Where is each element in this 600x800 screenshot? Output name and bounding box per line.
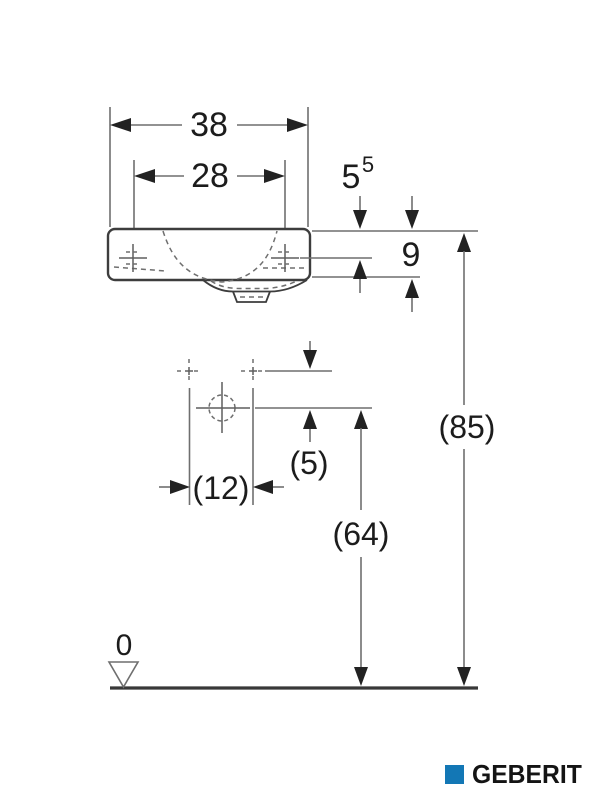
geberit-logo: GEBERIT	[445, 761, 588, 787]
dimension-rim-to-tap: 5 5	[342, 152, 374, 293]
arrow-up-icon	[354, 410, 368, 429]
dim-rim-to-tap-label: 5	[342, 158, 361, 196]
arrow-down-icon	[354, 667, 368, 686]
arrow-right-icon	[264, 169, 285, 183]
dimension-tap-hole-distance: 28	[133, 157, 286, 252]
arrow-down-icon	[405, 210, 419, 229]
floor-line-and-datum: 0	[107, 629, 478, 690]
dim-rim-to-tap-superscript: 5	[362, 152, 374, 177]
arrow-down-icon	[457, 667, 471, 686]
dim-front-height-label: 9	[402, 236, 421, 274]
dimension-fixing-distance: (12)	[159, 388, 284, 506]
arrow-down-icon	[353, 210, 367, 229]
dimension-overall-width: 38	[109, 106, 309, 227]
bowl-dashed-outline	[162, 230, 278, 283]
fixing-hole-right-icon	[241, 359, 265, 383]
dim-tap-to-outlet-label: (5)	[289, 445, 328, 481]
dimension-tap-to-outlet: (5)	[255, 341, 372, 481]
dim-fixing-distance-label: (12)	[193, 470, 250, 506]
arrow-left-icon	[134, 169, 155, 183]
drain-outlet-trapezoid	[232, 291, 271, 303]
dim-outlet-height-label: (64)	[333, 516, 390, 552]
arrow-up-icon	[457, 233, 471, 252]
datum-triangle-icon	[107, 661, 140, 689]
dimension-front-height: 9	[402, 196, 421, 312]
arrow-right-icon	[287, 118, 308, 132]
dimension-rim-height: (85)	[439, 233, 496, 686]
arrow-left-icon	[253, 480, 273, 494]
arrow-up-icon	[303, 410, 317, 429]
logo-brand-text: GEBERIT	[472, 759, 583, 789]
fixing-hole-left-icon	[177, 359, 201, 383]
arrow-left-icon	[110, 118, 131, 132]
logo-square-icon	[445, 764, 465, 784]
arrow-right-icon	[170, 480, 190, 494]
drain-bulge-outline	[202, 279, 308, 293]
tap-hole-right-icon	[271, 244, 299, 272]
dimension-outlet-height: (64)	[333, 410, 390, 686]
arrow-down-icon	[303, 350, 317, 369]
drain-inner-dashed	[210, 280, 298, 290]
dim-overall-width-label: 38	[190, 106, 228, 144]
extension-lines-right	[300, 230, 478, 278]
tap-hole-left-icon	[119, 244, 147, 272]
datum-zero-label: 0	[116, 629, 133, 662]
outlet-circle-icon	[196, 382, 250, 433]
washbasin-outline	[106, 227, 312, 303]
dim-tap-distance-label: 28	[191, 157, 229, 195]
arrow-up-icon	[353, 260, 367, 279]
dim-rim-height-label: (85)	[439, 409, 496, 445]
arrow-up-icon	[405, 279, 419, 298]
